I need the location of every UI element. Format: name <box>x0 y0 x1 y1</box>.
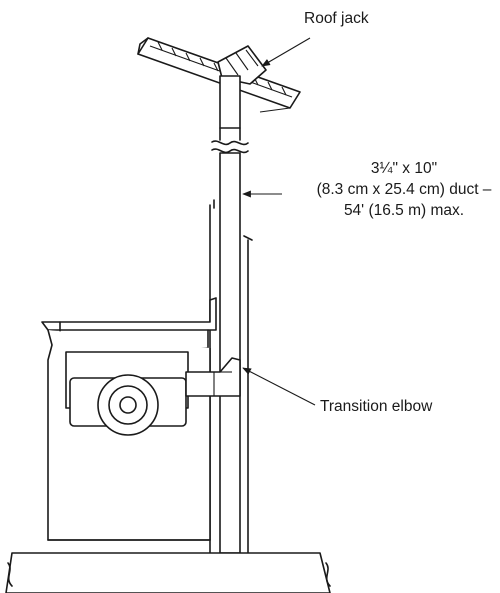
floor <box>5 552 331 593</box>
duct-upper-stub <box>211 127 249 154</box>
duct-label-line2: (8.3 cm x 25.4 cm) duct – <box>317 181 492 198</box>
elbow-leader <box>242 367 316 406</box>
labels: Roof jack 3¼" x 10" (8.3 cm x 25.4 cm) d… <box>304 10 492 415</box>
roof-jack-leader <box>261 37 311 67</box>
duct-label-line1: 3¼" x 10" <box>371 160 437 177</box>
leader-lines <box>242 37 316 406</box>
transition-elbow <box>185 357 241 397</box>
roof-jack-label: Roof jack <box>304 10 369 27</box>
dryer <box>41 297 217 541</box>
roof-jack <box>217 45 267 129</box>
transition-elbow-label: Transition elbow <box>320 398 433 415</box>
roof <box>137 37 301 113</box>
vertical-duct <box>219 152 241 554</box>
duct-label-line3: 54' (16.5 m) max. <box>344 202 464 219</box>
